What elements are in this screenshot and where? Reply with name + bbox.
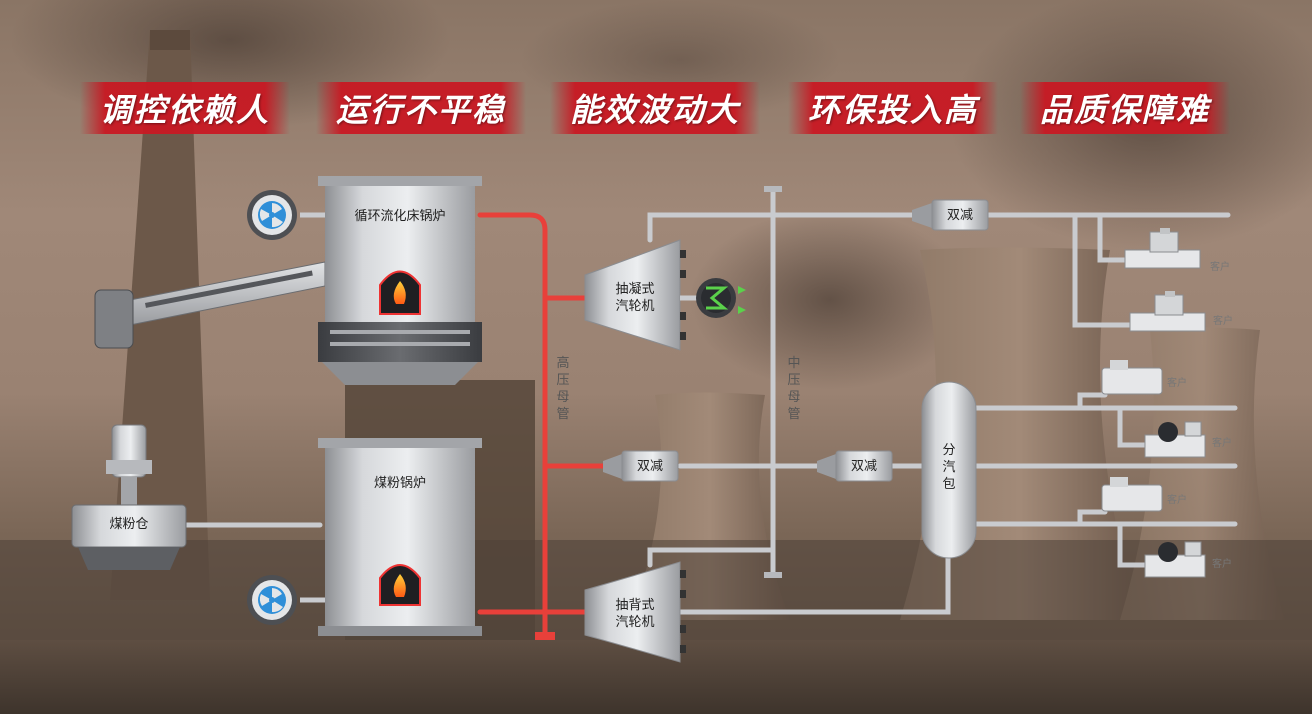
reducer-mid-right-label: 双减 [850, 459, 877, 474]
backpressure-turbine [584, 561, 681, 663]
conveyor-track [144, 270, 313, 308]
backpressure-extraction [647, 547, 776, 568]
reducer-top-label: 双减 [946, 208, 973, 223]
backpressure-turbine-label: 抽背式 汽轮机 [615, 598, 655, 630]
cfb-boiler-hopper [322, 362, 478, 385]
customer-branch-1 [1097, 212, 1133, 263]
hp-main-label: 高 压 母 管 [556, 356, 570, 422]
fan-icon [247, 190, 325, 240]
mp-main-cap [764, 186, 782, 192]
customer-label: 客户 [1212, 438, 1232, 449]
turbine-fin [680, 270, 686, 278]
customer-label: 客户 [1210, 262, 1230, 273]
hp-main [477, 212, 548, 638]
condenser-icon [680, 278, 746, 318]
banner-1: 调控依赖人 [80, 82, 290, 134]
reducer-valve-mid-left [603, 450, 679, 482]
chimney-top [150, 30, 190, 50]
banner-4: 环保投入高 [788, 82, 998, 134]
coal-mill-pipe [121, 477, 137, 505]
mp-main-label: 中 压 母 管 [787, 356, 801, 422]
customer-label: 客户 [1167, 378, 1187, 389]
customer-branch-3 [1077, 392, 1108, 411]
pc-boiler-cap [318, 438, 482, 448]
turbine-fin [680, 625, 686, 633]
turbine-fin [680, 312, 686, 320]
pc-boiler-base [318, 626, 482, 636]
coal-mill-band [106, 460, 152, 474]
mp-main-cap [764, 572, 782, 578]
reducer-mid-left-label: 双减 [636, 459, 663, 474]
banner-2: 运行不平稳 [316, 82, 526, 134]
backpressure-exhaust [677, 555, 951, 615]
conveyor-drive [94, 289, 134, 349]
turbine-fin [680, 645, 686, 653]
customer-label: 客户 [1212, 559, 1232, 570]
turbine-fin [680, 590, 686, 598]
customer-branch-6 [1117, 521, 1148, 568]
cfb-boiler-cap [318, 176, 482, 186]
grate-bar [330, 342, 470, 346]
flame-icon [393, 281, 406, 304]
grate-bar [330, 330, 470, 334]
banner-5: 品质保障难 [1020, 82, 1230, 134]
mp-line-top [647, 212, 1231, 243]
flame-icon [393, 574, 406, 597]
coal-bin-hopper [78, 547, 180, 570]
reducer-valve-top [912, 199, 989, 231]
customer-building-icon [1124, 228, 1201, 269]
turbine-fin [680, 332, 686, 340]
steam-header-label: 分 汽 包 [942, 443, 956, 492]
customer-building-icon [1129, 291, 1206, 332]
cfb-boiler-label: 循环流化床锅炉 [354, 209, 446, 224]
turbine-fin [680, 570, 686, 578]
customer-machine-icon [1144, 421, 1206, 458]
steam-header [921, 381, 977, 559]
customer-machine-icon [1144, 541, 1206, 578]
customer-branch-2 [1072, 212, 1133, 328]
pc-boiler-label: 煤粉锅炉 [373, 476, 426, 491]
condensing-turbine-label: 抽凝式 汽轮机 [615, 282, 655, 314]
customer-label: 客户 [1167, 495, 1187, 506]
condensing-turbine [584, 239, 681, 351]
turbine-fin [680, 250, 686, 258]
banner-3: 能效波动大 [550, 82, 760, 134]
hp-main-cap [535, 632, 555, 640]
coal-bin-label: 煤粉仓 [109, 517, 149, 532]
customer-factory-icon [1101, 360, 1163, 395]
smoke-cloud [690, 210, 970, 390]
customer-branch-4 [1117, 405, 1148, 448]
customer-branch-5 [1077, 509, 1108, 527]
customer-factory-icon [1101, 477, 1163, 512]
customer-label: 客户 [1213, 316, 1233, 327]
reducer-valve-mid-right [817, 450, 893, 482]
coal-conveyor [129, 261, 326, 326]
fan-icon [247, 575, 325, 625]
